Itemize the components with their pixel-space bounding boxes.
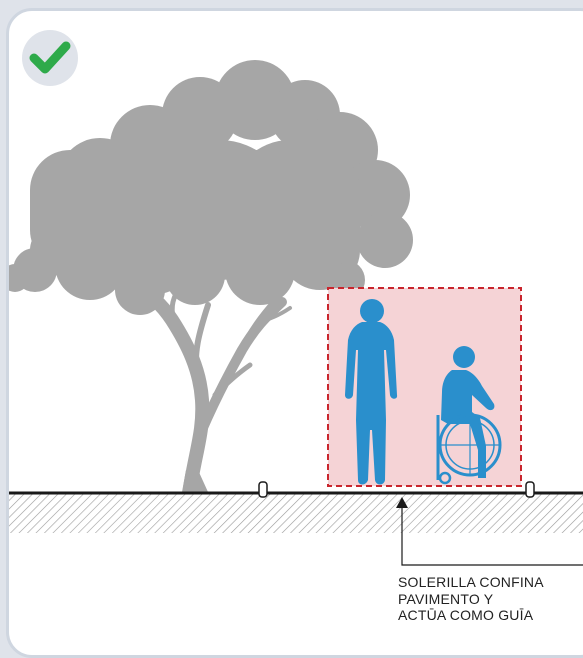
curb-icon bbox=[525, 481, 535, 498]
sidewalk-diagram bbox=[9, 30, 583, 566]
tree-canopy bbox=[9, 60, 413, 315]
checkmark-circle-icon bbox=[22, 30, 78, 86]
leader-arrow bbox=[396, 497, 583, 566]
wheelchair-user-icon bbox=[436, 346, 502, 485]
curb-caption: SOLERILLA CONFINA PAVIMENTO Y ACTŪA COMO… bbox=[398, 574, 544, 624]
caption-line-2: PAVIMENTO Y bbox=[398, 590, 494, 607]
ground-soil bbox=[9, 493, 583, 533]
tree-trunk bbox=[123, 283, 292, 495]
caption-line-1: SOLERILLA CONFINA bbox=[398, 574, 544, 590]
curb-icon bbox=[258, 481, 268, 498]
tree-base bbox=[182, 470, 208, 492]
caption-line-3: ACTŪA COMO GUĪA bbox=[398, 607, 534, 623]
standing-person-icon bbox=[345, 299, 398, 485]
